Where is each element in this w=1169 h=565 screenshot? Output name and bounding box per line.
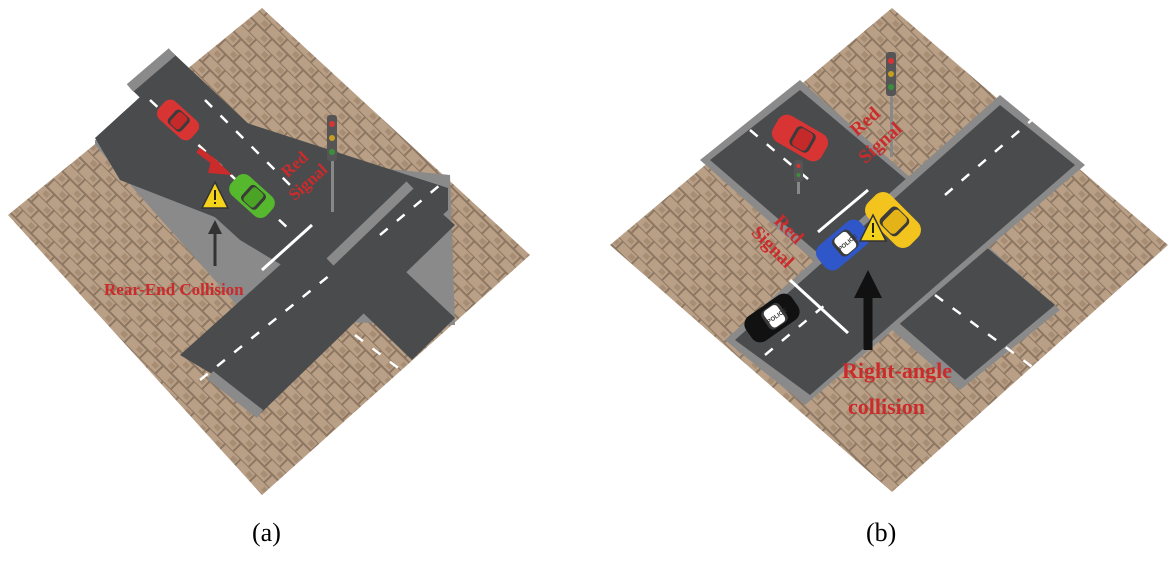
- collision-label-b-line1: Right-angle: [842, 358, 952, 383]
- intersection-scene-b: POLICE POLICE Red Signal Red Signal Righ…: [600, 0, 1169, 500]
- caption-a: (a): [252, 518, 281, 548]
- intersection-scene-a: Red Signal Rear-End Collision: [0, 0, 540, 500]
- collision-label-a: Rear-End Collision: [104, 280, 244, 299]
- caption-b: (b): [866, 518, 896, 548]
- collision-label-b-line2: collision: [848, 394, 925, 419]
